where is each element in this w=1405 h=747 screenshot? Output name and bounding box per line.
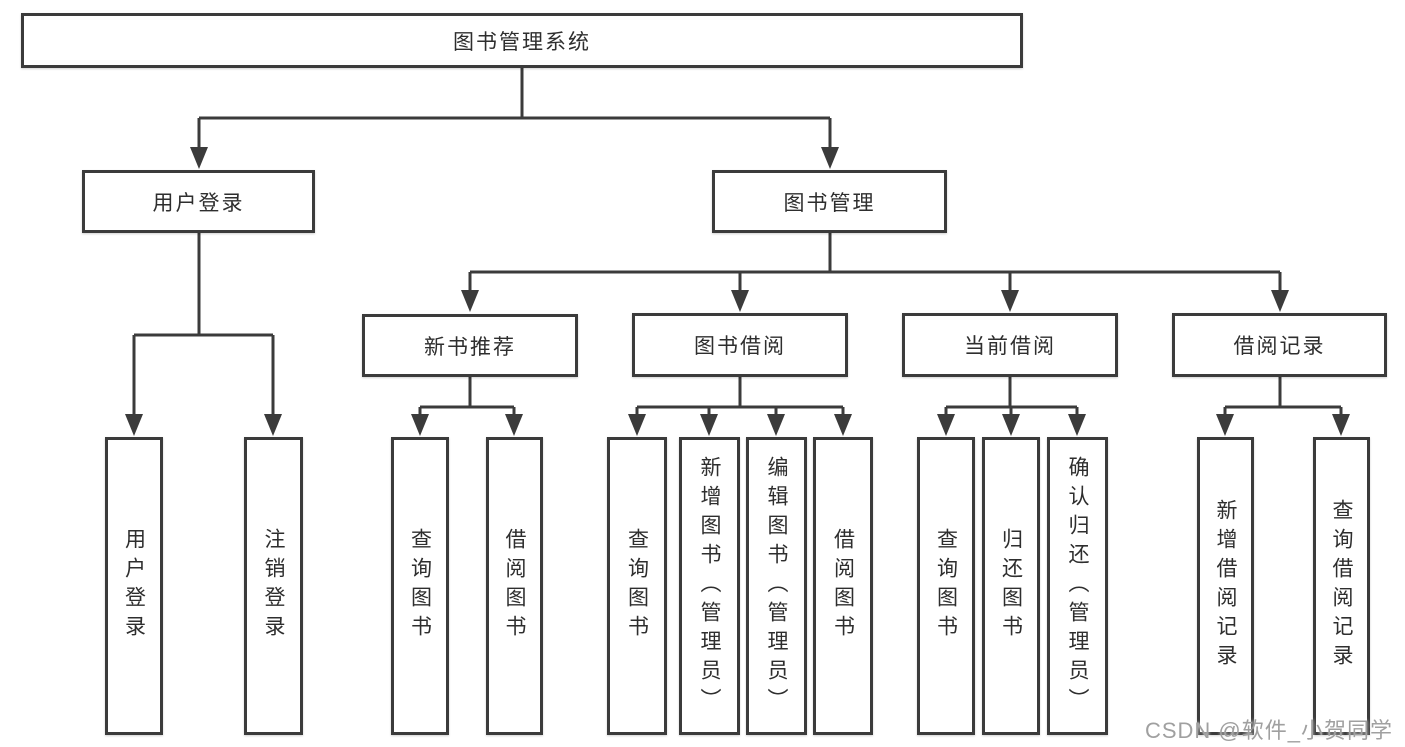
- leaf-edit-book-admin: 编辑图书（管理员）: [746, 437, 807, 735]
- leaf-query-books-borrow-label: 查询图书: [625, 528, 649, 644]
- leaf-confirm-return-admin: 确认归还（管理员）: [1047, 437, 1108, 735]
- leaf-borrow-books: 借阅图书: [813, 437, 873, 735]
- leaf-borrow-books-recommend: 借阅图书: [486, 437, 543, 735]
- leaf-edit-book-admin-label: 编辑图书（管理员）: [765, 455, 788, 717]
- node-user-login: 用户登录: [82, 170, 315, 233]
- node-root-library-system: 图书管理系统: [21, 13, 1023, 68]
- leaf-borrow-books-recommend-label: 借阅图书: [503, 528, 526, 644]
- leaf-borrow-books-label: 借阅图书: [831, 528, 855, 644]
- leaf-query-books-current: 查询图书: [917, 437, 975, 735]
- node-current-borrow: 当前借阅: [902, 313, 1118, 377]
- leaf-user-login: 用户登录: [105, 437, 163, 735]
- leaf-add-book-admin-label: 新增图书（管理员）: [698, 455, 721, 717]
- leaf-user-login-label: 用户登录: [122, 528, 146, 644]
- node-book-borrow: 图书借阅: [632, 313, 848, 377]
- leaf-query-books-current-label: 查询图书: [934, 528, 958, 644]
- leaf-logout-label: 注销登录: [262, 528, 285, 644]
- leaf-add-book-admin: 新增图书（管理员）: [679, 437, 740, 735]
- leaf-query-borrow-record-label: 查询借阅记录: [1330, 499, 1353, 673]
- leaf-query-books-borrow: 查询图书: [607, 437, 667, 735]
- leaf-query-borrow-record: 查询借阅记录: [1313, 437, 1370, 735]
- csdn-watermark: CSDN @软件_小贺同学: [1144, 718, 1393, 743]
- leaf-return-book: 归还图书: [982, 437, 1040, 735]
- leaf-confirm-return-admin-label: 确认归还（管理员）: [1066, 455, 1089, 717]
- leaf-query-books-recommend: 查询图书: [391, 437, 449, 735]
- arrowheads: [125, 147, 1350, 436]
- connector-paths: [132, 68, 1343, 418]
- node-borrow-records: 借阅记录: [1172, 313, 1387, 377]
- leaf-query-books-recommend-label: 查询图书: [408, 528, 432, 644]
- node-new-book-recommend: 新书推荐: [362, 314, 578, 377]
- leaf-logout: 注销登录: [244, 437, 303, 735]
- leaf-return-book-label: 归还图书: [999, 528, 1023, 644]
- node-book-management: 图书管理: [712, 170, 947, 233]
- leaf-add-borrow-record: 新增借阅记录: [1197, 437, 1254, 735]
- leaf-add-borrow-record-label: 新增借阅记录: [1214, 499, 1237, 673]
